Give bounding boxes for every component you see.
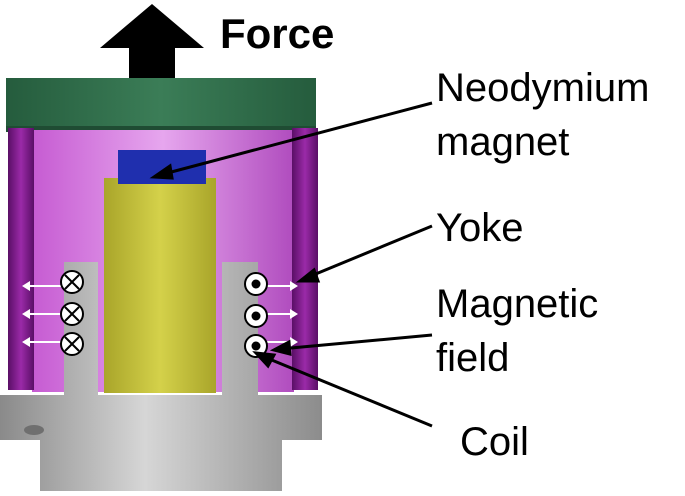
field-arrow-left [22,309,30,319]
cross-icon [60,332,84,356]
leader-yoke [305,224,433,280]
dot-icon [244,304,268,328]
cross-icon [60,270,84,294]
dot-icon [244,272,268,296]
field-arrow-right [290,281,298,291]
field-arrow-right [290,337,298,347]
field-label-line1: Magnetic [436,282,599,326]
leader-yoke-head [295,267,321,283]
core [104,178,216,393]
coil-label: Coil [460,420,529,464]
yoke-top-edge [6,126,316,132]
field-arrow-left [22,337,30,347]
leader-field-head [269,339,292,356]
yoke-label: Yoke [436,206,524,250]
force-label: Force [220,10,335,57]
yoke-side-left [8,128,34,390]
leader-coil [261,354,433,428]
dot-icon [244,334,268,358]
field-label-line2: field [436,336,510,380]
field-arrow-right [290,309,298,319]
leader-coil-head [252,351,277,369]
leader-magnet [159,101,433,177]
yoke-top [6,78,316,130]
leader-field [279,333,433,351]
screw-hole [24,425,44,435]
yoke-side-right [292,128,318,390]
magnet-label-line2: magnet [436,120,570,164]
field-arrow-left [22,281,30,291]
coil-right [244,272,268,358]
magnet-label-line1: Neodymium [436,66,650,110]
cross-icon [60,302,84,326]
coil-left [60,270,84,356]
force-arrow [100,4,204,80]
leader-magnet-head [149,163,174,180]
